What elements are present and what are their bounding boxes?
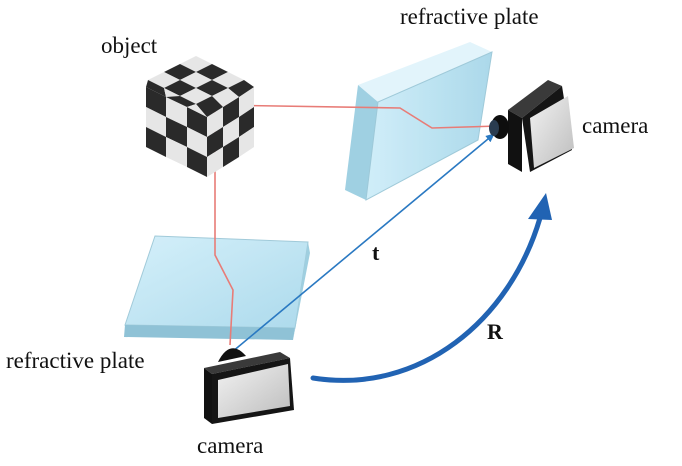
camera-bottom <box>204 348 294 424</box>
light-ray-down <box>214 105 234 346</box>
refractive-plate-top <box>345 42 493 201</box>
checker-cube-object <box>146 56 254 177</box>
light-ray <box>214 104 499 129</box>
rotation-arrow <box>310 193 552 383</box>
label-camera-bottom: camera <box>197 433 264 458</box>
label-refractive-plate-bottom: refractive plate <box>6 348 145 373</box>
label-object: object <box>101 33 158 58</box>
translation-vector <box>231 133 495 353</box>
label-camera-right: camera <box>582 113 649 138</box>
label-translation-t: t <box>372 240 380 265</box>
refractive-plate-bottom <box>124 235 310 340</box>
label-rotation-R: R <box>487 319 503 344</box>
label-refractive-plate-top: refractive plate <box>400 4 539 29</box>
camera-right <box>489 80 574 172</box>
